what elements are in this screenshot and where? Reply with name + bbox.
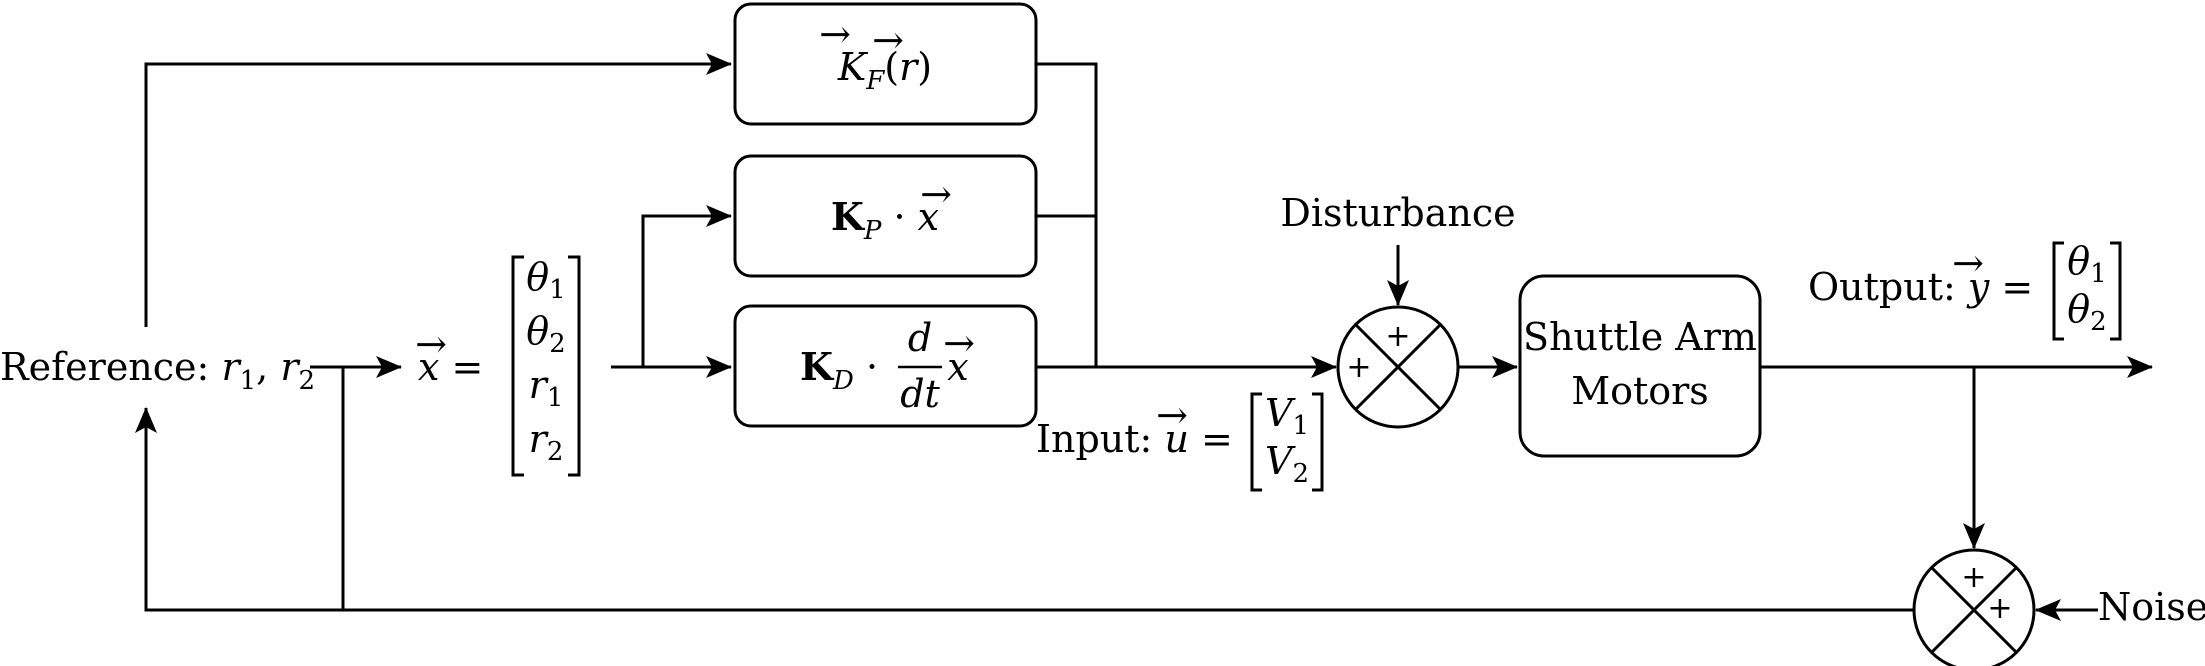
feedforward-sub: F [865, 66, 885, 96]
feedforward-arg: r [899, 45, 920, 89]
input-entry-2: V2 [1265, 439, 1309, 489]
state-eq: = [439, 345, 483, 389]
feedforward-close: ) [917, 45, 932, 89]
derivative-block: KD · d dt x → [733, 304, 1038, 428]
state-entry-3: r1 [529, 363, 564, 413]
signal-wires [135, 53, 2153, 621]
state-lhs: x [418, 345, 439, 389]
svg-text:→: → [415, 322, 447, 366]
disturbance-summing-junction: + + [1336, 305, 1460, 429]
feedforward-block: KF(r) → → [733, 2, 1038, 126]
noise-summing-junction: + + [1912, 548, 2036, 666]
proportional-dot: · [881, 195, 917, 239]
svg-text:→: → [1156, 393, 1188, 437]
svg-text:KD ·: KD · [800, 344, 878, 396]
plus-sign-top: + [1385, 319, 1410, 354]
derivative-dot: · [854, 345, 878, 389]
proportional-block: KP · x → [733, 154, 1038, 278]
output-entry-2: θ2 [2067, 287, 2106, 337]
svg-text:→: → [920, 172, 952, 216]
state-entry-1: θ1 [526, 255, 565, 305]
svg-text:x =: x = [418, 345, 483, 389]
derivative-arg: x [947, 345, 968, 389]
wire-state-to-proportional [611, 205, 732, 369]
plus-sign-left: + [1346, 350, 1371, 385]
wire-ref-to-feedforward [144, 53, 732, 327]
plant-line1: Shuttle Arm [1523, 315, 1757, 359]
derivative-sub: D [832, 366, 854, 396]
input-entry-1: V1 [1265, 391, 1309, 441]
plant-block: Shuttle Arm Motors [1518, 274, 1762, 458]
proportional-arg: x [918, 195, 939, 239]
input-label: Input: u = [1036, 417, 1233, 461]
wire-feedback [135, 407, 1913, 612]
svg-text:→: → [819, 12, 851, 56]
wire-feedforward-out [1036, 62, 1098, 367]
svg-text:KF(r): KF(r) [837, 45, 932, 96]
feedforward-K: K [837, 45, 869, 89]
plus-sign-right: + [1987, 591, 2012, 626]
state-entry-4: r2 [529, 417, 564, 467]
feedforward-open: ( [884, 45, 899, 89]
noise-label: Noise [2098, 585, 2205, 629]
proportional-K: K [831, 194, 866, 239]
reference-label: Reference: r1, r2 [0, 345, 315, 396]
derivative-K: K [800, 344, 835, 389]
svg-text:→: → [1952, 241, 1984, 285]
output-label: Output: y = [1808, 265, 2033, 309]
proportional-sub: P [863, 216, 882, 246]
state-entry-2: θ2 [526, 309, 565, 359]
svg-text:KP · x: KP · x [831, 194, 939, 246]
output-entry-1: θ1 [2067, 239, 2106, 289]
svg-text:→: → [872, 18, 904, 62]
plant-line2: Motors [1571, 369, 1709, 413]
derivative-den: dt [900, 372, 940, 416]
disturbance-label: Disturbance [1280, 191, 1515, 235]
derivative-num: d [908, 316, 932, 360]
svg-text:→: → [943, 321, 975, 365]
plus-sign-top-2: + [1961, 560, 1986, 595]
